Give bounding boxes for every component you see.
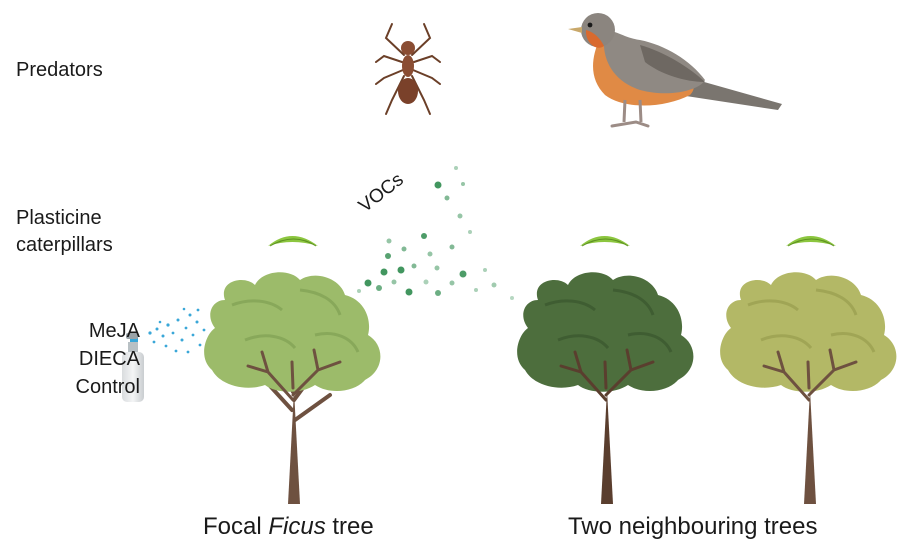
label-treatment-meja: MeJA [0,318,140,346]
tree-icon [204,272,380,504]
spray-mist [148,308,205,354]
label-plasticine-line2: caterpillars [16,232,113,259]
label-predators: Predators [16,57,103,84]
label-focal-genus: Ficus [268,513,325,540]
label-focal-suffix: tree [326,513,374,540]
label-treatment-dieca: DIECA [0,346,140,374]
label-focal-tree: Focal Ficus tree [203,512,374,542]
ant-icon [376,24,440,114]
label-plasticine-caterpillars: Plasticine caterpillars [16,205,113,259]
label-plasticine-line1: Plasticine [16,205,113,232]
label-treatments: MeJA DIECA Control [0,318,140,402]
bird-icon [568,13,782,126]
tree-icon [720,272,896,504]
label-treatment-control: Control [0,374,140,402]
caterpillar-icon [268,236,318,246]
tree-icon [517,272,693,504]
caterpillar-icon [580,236,630,246]
caterpillar-icon [786,236,836,246]
label-focal-prefix: Focal [203,513,268,540]
label-neighbouring-trees: Two neighbouring trees [568,512,818,542]
